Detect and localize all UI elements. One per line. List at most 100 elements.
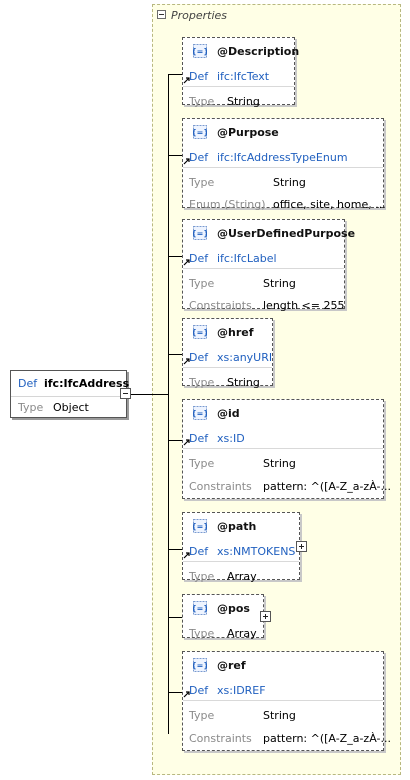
attribute-header: {=} @path bbox=[183, 513, 299, 541]
root-element-name: ifc:IfcAddress bbox=[44, 377, 130, 390]
def-type-ref[interactable]: xs:IDREF bbox=[217, 684, 266, 697]
attribute-name-description: @Description bbox=[217, 45, 300, 58]
property-row: Type Array bbox=[189, 568, 295, 586]
def-type-userdefinedpurpose[interactable]: ifc:IfcLabel bbox=[217, 252, 277, 265]
attribute-header: {=} @href bbox=[183, 319, 272, 347]
def-label: Def bbox=[189, 684, 209, 697]
def-type-href[interactable]: xs:anyURI bbox=[217, 351, 273, 364]
root-type-label: Type bbox=[18, 401, 44, 414]
attribute-icon: {=} bbox=[191, 519, 209, 533]
attribute-header: {=}@Purpose bbox=[183, 119, 383, 147]
path-expand-toggle[interactable] bbox=[296, 541, 307, 552]
property-label: Constraints bbox=[189, 732, 252, 745]
property-value: pattern: ^([A-Z_a-zÀ-... bbox=[263, 732, 391, 745]
property-row: Constraints length <= 255 bbox=[189, 297, 345, 315]
reference-arrow-icon bbox=[183, 74, 191, 84]
reference-arrow-icon bbox=[183, 549, 191, 559]
svg-text:{=}: {=} bbox=[193, 604, 207, 613]
property-value: String bbox=[227, 376, 260, 389]
property-value: Array bbox=[227, 627, 257, 640]
pos-expand-toggle[interactable] bbox=[260, 611, 271, 622]
attribute-def-row: Def xs:ID bbox=[183, 428, 383, 449]
properties-collapse-toggle[interactable] bbox=[157, 10, 166, 19]
reference-arrow-icon bbox=[183, 256, 191, 266]
def-label: Def bbox=[189, 351, 209, 364]
attribute-def-row: Def ifc:IfcText bbox=[183, 66, 294, 87]
attribute-id-box[interactable]: {=}@idDefxs:IDTypeStringConstraintspatte… bbox=[182, 399, 391, 499]
property-label: Type bbox=[189, 627, 215, 640]
property-value: office, site, home, ... bbox=[273, 198, 386, 211]
attribute-icon: {=} bbox=[191, 406, 209, 420]
attribute-def-row: Def xs:NMTOKENS bbox=[183, 541, 299, 562]
attribute-icon: {=} bbox=[191, 325, 209, 339]
property-row: Constraints pattern: ^([A-Z_a-zÀ-... bbox=[189, 730, 391, 748]
property-value: String bbox=[263, 709, 296, 722]
attribute-def-row: Def xs:IDREF bbox=[183, 680, 383, 701]
attribute-branch-line bbox=[168, 256, 182, 257]
svg-text:{=}: {=} bbox=[193, 128, 207, 137]
property-value: String bbox=[263, 277, 296, 290]
def-type-description[interactable]: ifc:IfcText bbox=[217, 70, 270, 83]
property-row: Type String bbox=[189, 174, 379, 192]
attribute-branch-line bbox=[168, 354, 182, 355]
property-value: String bbox=[263, 457, 296, 470]
def-type-path[interactable]: xs:NMTOKENS bbox=[217, 545, 296, 558]
property-label: Type bbox=[189, 176, 215, 189]
attribute-branch-line bbox=[168, 440, 182, 441]
property-label: Type bbox=[189, 570, 215, 583]
property-label: Constraints bbox=[189, 480, 252, 493]
property-value: String bbox=[273, 176, 306, 189]
reference-arrow-icon bbox=[183, 155, 191, 165]
attribute-purpose-box[interactable]: {=}@PurposeDefifc:IfcAddressTypeEnumType… bbox=[182, 118, 386, 211]
attribute-name-pos: @pos bbox=[217, 602, 250, 615]
property-label: Enum (String) bbox=[189, 198, 266, 211]
attribute-name-id: @id bbox=[217, 407, 240, 420]
attribute-name-href: @href bbox=[217, 326, 254, 339]
attribute-branch-line bbox=[168, 692, 182, 693]
properties-label: Properties bbox=[171, 9, 228, 22]
property-row: Enum (String) office, site, home, ... bbox=[189, 196, 386, 214]
root-connector bbox=[131, 394, 168, 395]
attribute-header: {=} @ref bbox=[183, 652, 383, 680]
attribute-icon: {=} bbox=[191, 658, 209, 672]
def-type-id[interactable]: xs:ID bbox=[217, 432, 245, 445]
attribute-branch-line bbox=[168, 74, 182, 75]
property-label: Type bbox=[189, 277, 215, 290]
attribute-def-row: Def xs:anyURI bbox=[183, 347, 272, 368]
property-label: Constraints bbox=[189, 299, 252, 312]
svg-text:{=}: {=} bbox=[193, 229, 207, 238]
property-row: Type String bbox=[189, 374, 268, 392]
def-label: Def bbox=[189, 70, 209, 83]
reference-arrow-icon bbox=[183, 688, 191, 698]
def-type-purpose[interactable]: ifc:IfcAddressTypeEnum bbox=[217, 151, 348, 164]
property-value: Array bbox=[227, 570, 257, 583]
root-def-label: Def bbox=[18, 377, 38, 390]
attribute-name-ref: @ref bbox=[217, 659, 246, 672]
def-label: Def bbox=[189, 432, 209, 445]
reference-arrow-icon bbox=[183, 436, 191, 446]
property-value: String bbox=[227, 95, 260, 108]
svg-text:{=}: {=} bbox=[193, 409, 207, 418]
property-value: length <= 255 bbox=[263, 299, 345, 312]
svg-text:{=}: {=} bbox=[193, 47, 207, 56]
attribute-name-path: @path bbox=[217, 520, 257, 533]
property-label: Type bbox=[189, 376, 215, 389]
attribute-branch-line bbox=[168, 549, 182, 550]
def-label: Def bbox=[189, 545, 209, 558]
root-collapse-toggle[interactable] bbox=[120, 388, 131, 399]
svg-text:{=}: {=} bbox=[193, 328, 207, 337]
attribute-icon: {=} bbox=[191, 125, 209, 139]
attribute-userdefinedpurpose-box[interactable]: {=}@UserDefinedPurposeDefifc:IfcLabelTyp… bbox=[182, 219, 355, 312]
svg-text:{=}: {=} bbox=[193, 661, 207, 670]
root-element-box[interactable]: Def ifc:IfcAddress Type Object bbox=[10, 370, 130, 418]
